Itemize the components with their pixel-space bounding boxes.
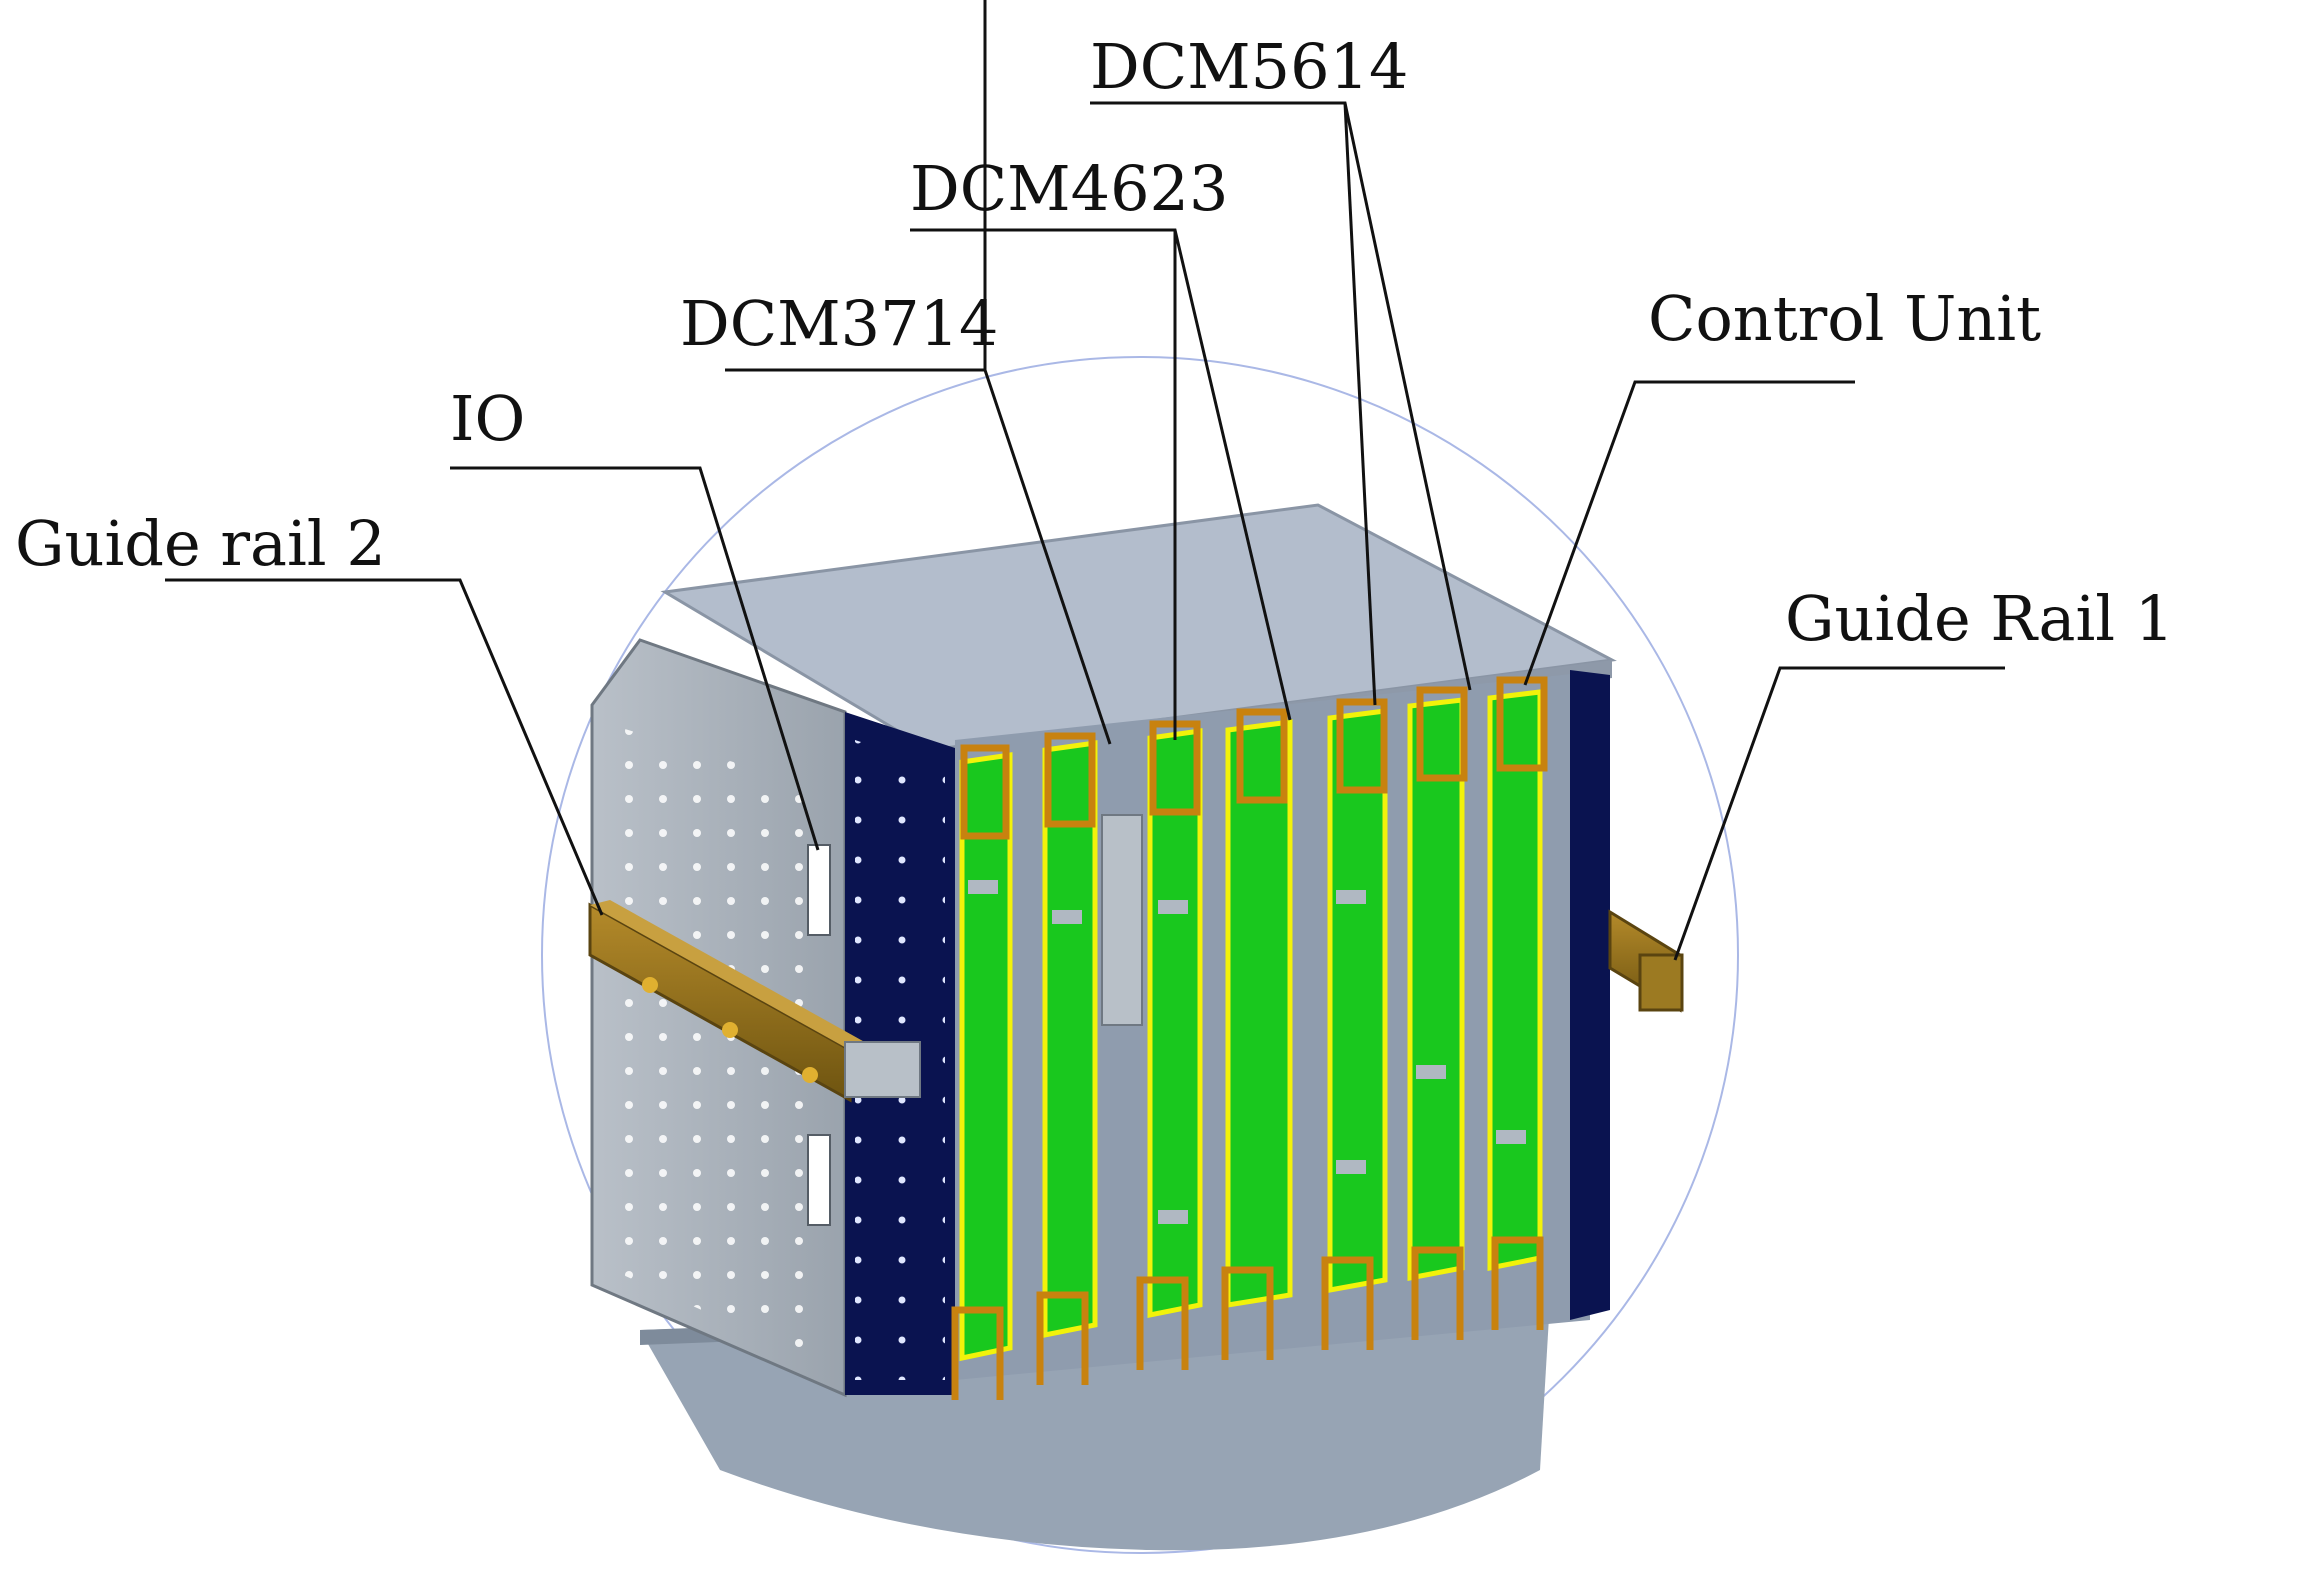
leader-lines bbox=[165, 0, 2005, 961]
label-guide-rail-2: Guide rail 2 bbox=[15, 507, 386, 580]
leader-io bbox=[450, 466, 820, 851]
label-guide-rail-1: Guide Rail 1 bbox=[1785, 582, 2174, 655]
label-control-unit: Control Unit bbox=[1648, 282, 2041, 355]
label-dcm3714: DCM3714 bbox=[680, 287, 998, 360]
pcb-card-7 bbox=[1487, 689, 1543, 1272]
pcb-card-2 bbox=[1042, 740, 1143, 1339]
guide-rail-2-part bbox=[588, 900, 921, 1103]
bounding-circle bbox=[541, 356, 1739, 1554]
pcb-card-6 bbox=[1407, 697, 1465, 1282]
label-dcm4623: DCM4623 bbox=[910, 152, 1228, 225]
guide-rail-1-part bbox=[1608, 909, 1684, 1013]
label-dcm5614: DCM5614 bbox=[1090, 30, 1408, 103]
pcb-card-5 bbox=[1327, 708, 1388, 1293]
io-connector-upper bbox=[807, 844, 831, 936]
leader-control-unit bbox=[1523, 380, 1855, 686]
io-connector-lower bbox=[807, 1134, 831, 1226]
pcb-card-3 bbox=[1147, 728, 1203, 1319]
label-io: IO bbox=[450, 382, 525, 455]
leader-guide-rail-1 bbox=[1673, 666, 2005, 961]
pcb-card-4 bbox=[1225, 719, 1293, 1308]
left-side-perforations bbox=[612, 725, 825, 1365]
leader-dcm5614-b bbox=[1343, 102, 1377, 706]
pcb-card-1 bbox=[959, 752, 1013, 1362]
right-front-panel bbox=[1570, 670, 1610, 1320]
leader-guide-rail-2 bbox=[165, 578, 604, 916]
bottom-connectors bbox=[951, 1236, 1544, 1400]
card-components bbox=[968, 880, 1526, 1224]
